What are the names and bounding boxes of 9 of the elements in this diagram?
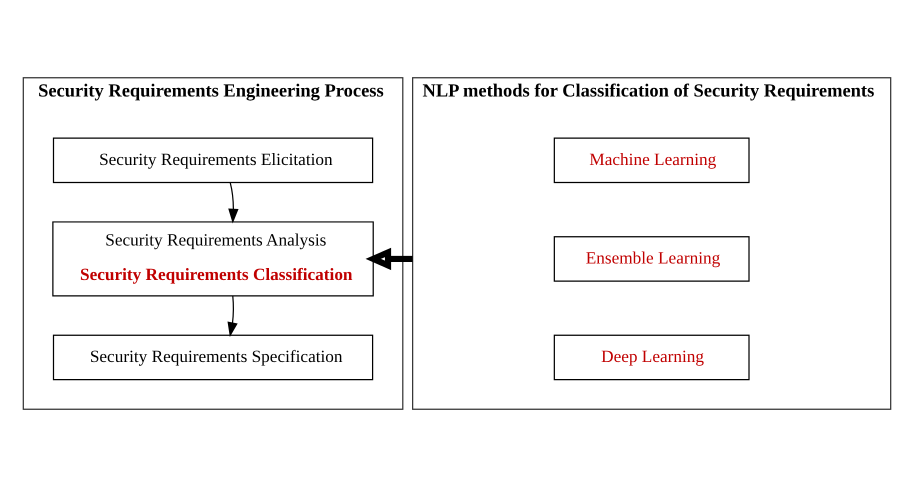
arrow [366, 247, 413, 270]
arrow [228, 182, 239, 224]
node-box: Deep Learning [554, 334, 750, 380]
node-box: Security Requirements Analysis Security Requirements Classification [52, 220, 374, 296]
node-box: Security Requirements Elicitation [52, 137, 374, 183]
node-box: Security Requirements Specification [52, 334, 374, 380]
node-box: Machine Learning [554, 137, 750, 183]
node-box: Ensemble Learning [554, 236, 750, 282]
arrow [228, 295, 238, 337]
